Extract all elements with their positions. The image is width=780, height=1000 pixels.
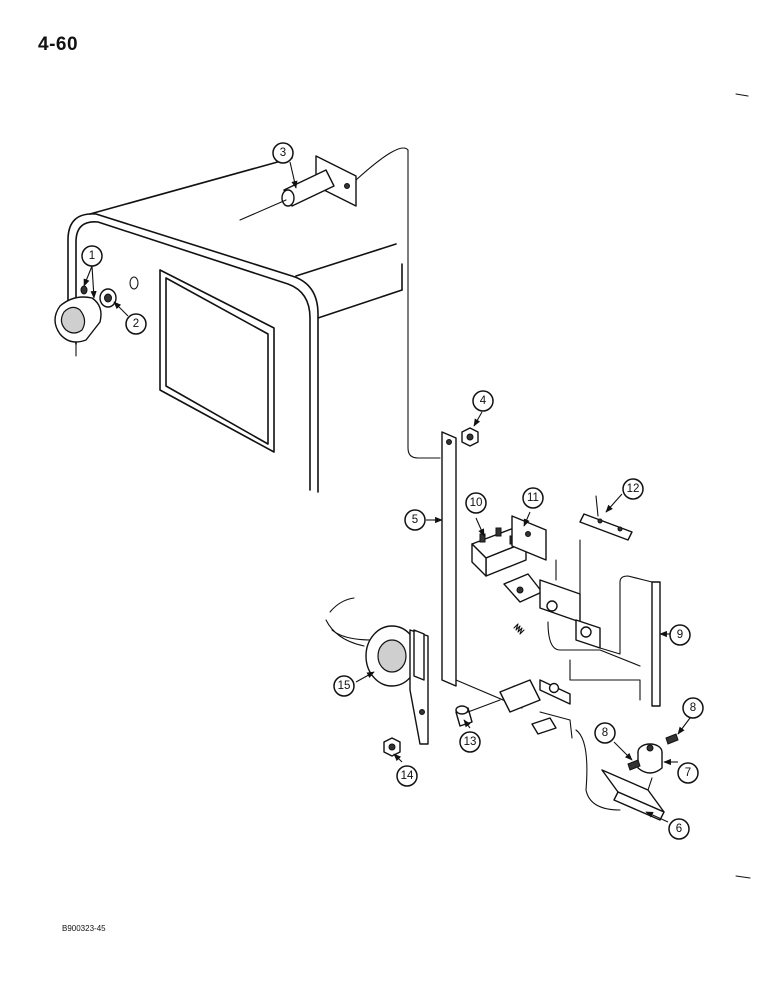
callout-14: 14: [396, 765, 418, 787]
callout-3-label: 3: [280, 147, 286, 159]
callout-13: 13: [459, 731, 481, 753]
callout-4: 4: [472, 390, 494, 412]
callout-1: 1: [81, 245, 103, 267]
callout-4-label: 4: [480, 395, 487, 407]
callout-11: 11: [522, 487, 544, 509]
page-number: 4-60: [38, 34, 79, 55]
callout-2-label: 2: [133, 318, 139, 330]
mounting-plate: [511, 515, 547, 561]
callout-5: 5: [404, 509, 426, 531]
callout-7-label: 7: [685, 767, 691, 779]
spring-upper: [513, 623, 525, 635]
callout-10: 10: [465, 492, 487, 514]
callout-15-label: 15: [338, 680, 351, 692]
grommet: [99, 276, 139, 308]
callout-8-right: 8: [682, 697, 704, 719]
callout-7: 7: [677, 762, 699, 784]
lower-nut: [383, 737, 401, 757]
callout-6: 6: [668, 818, 690, 840]
callout-12-label: 12: [627, 483, 640, 495]
bushing: [455, 699, 501, 727]
wire-loop: [569, 575, 661, 707]
callout-13-label: 13: [464, 736, 477, 748]
callout-10-label: 10: [470, 497, 483, 509]
callout-14-label: 14: [401, 770, 414, 782]
callout-2: 2: [125, 313, 147, 335]
lower-linkage: [499, 679, 573, 739]
callout-8-left: 8: [594, 722, 616, 744]
document-code: B900323-45: [62, 924, 106, 933]
margin-tick-bottom: [735, 875, 751, 879]
callout-8-left-label: 8: [602, 727, 608, 739]
callout-15: 15: [333, 675, 355, 697]
pin-plate: [239, 147, 441, 459]
callout-9: 9: [669, 624, 691, 646]
callout-8-right-label: 8: [690, 702, 696, 714]
collar: [637, 743, 663, 774]
callout-9-label: 9: [677, 629, 683, 641]
callout-3: 3: [272, 142, 294, 164]
nut: [461, 427, 479, 447]
cab-light: [54, 285, 102, 343]
cab-housing: [67, 157, 403, 493]
callout-11-label: 11: [527, 492, 539, 504]
switch-assembly: [325, 597, 429, 745]
leader-lines: [83, 161, 691, 823]
callout-5-label: 5: [412, 514, 418, 526]
set-screw-right: [665, 733, 679, 745]
callout-1-label: 1: [89, 250, 95, 262]
strap: [579, 495, 633, 541]
margin-tick-top: [735, 93, 749, 97]
linkage-bracket: [503, 539, 641, 667]
callout-12: 12: [622, 478, 644, 500]
callout-6-label: 6: [676, 823, 682, 835]
set-screw-left: [627, 759, 641, 771]
